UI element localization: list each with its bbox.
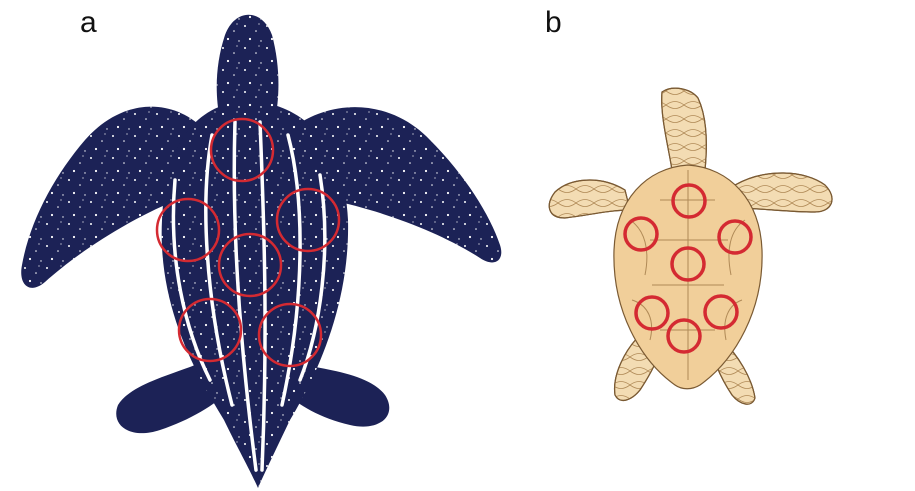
loggerhead-turtle xyxy=(549,88,832,404)
leatherback-turtle xyxy=(21,15,501,488)
